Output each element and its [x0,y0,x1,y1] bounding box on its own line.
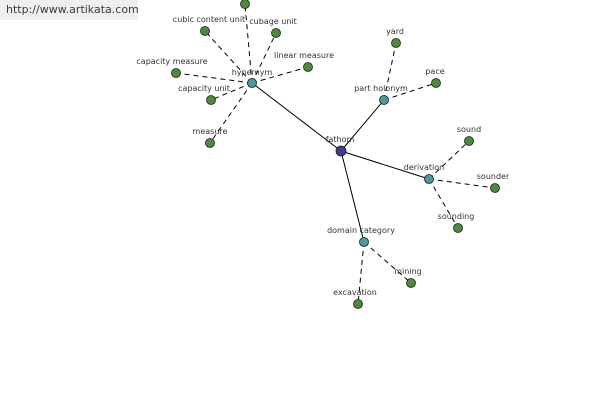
relation-node-part-holonym[interactable] [379,95,389,105]
term-node-term-6[interactable] [240,0,250,9]
term-node-excavation[interactable] [353,299,363,309]
term-node-yard[interactable] [391,38,401,48]
term-label-sounding: sounding [438,212,475,221]
graph-nodes [171,0,500,309]
relation-label-derivation: derivation [404,163,444,172]
graph-edges [175,3,496,305]
edge-fathom-hypernym [251,82,342,152]
term-node-mining[interactable] [406,278,416,288]
edge-derivation-sounder [428,178,496,189]
edge-derivation-sound [428,140,470,180]
term-label-cubage-unit: cubage unit [249,17,297,26]
term-node-measure[interactable] [205,138,215,148]
relation-node-hypernym[interactable] [247,78,257,88]
term-label-sound: sound [457,125,481,134]
graph-labels: cubic content unit cubage unit linear meas… [136,15,510,297]
relation-label-part-holonym: part holonym [354,84,408,93]
term-node-capacity-measure[interactable] [171,68,181,78]
term-node-sounding[interactable] [453,223,463,233]
edge-derivation-sounding [428,178,459,229]
edge-hypernym-capacity-unit [210,82,253,101]
edge-part-holonym-yard [383,42,397,101]
edge-hypernym-linear-measure [251,66,309,84]
root-node-fathom[interactable] [335,145,347,157]
relation-node-domain-category[interactable] [359,237,369,247]
term-label-linear-measure: linear measure [274,51,334,60]
root-label-fathom: fathom [326,135,355,144]
term-label-capacity-unit: capacity unit [178,84,230,93]
relation-label-hypernym: hypernym [232,68,273,77]
term-label-pace: pace [425,67,444,76]
term-label-measure: measure [193,127,228,136]
term-node-cubic-content-unit[interactable] [200,26,210,36]
term-node-linear-measure[interactable] [303,62,313,72]
relation-node-derivation[interactable] [424,174,434,184]
watermark-url: http://www.artikata.com [0,0,139,20]
term-label-cubic-content-unit: cubic content unit [173,15,245,24]
term-label-sounder: sounder [477,172,510,181]
edge-hypernym-term-6 [244,3,253,84]
term-node-sounder[interactable] [490,183,500,193]
edge-hypernym-cubic-content-unit [204,30,253,84]
term-node-sound[interactable] [464,136,474,146]
term-label-capacity-measure: capacity measure [136,57,207,66]
term-node-cubage-unit[interactable] [271,28,281,38]
edge-fathom-derivation [340,150,430,180]
edge-fathom-domain-category [340,150,365,243]
term-node-pace[interactable] [431,78,441,88]
term-label-yard: yard [386,27,404,36]
edge-domain-category-mining [363,241,412,284]
edge-fathom-part-holonym [340,99,385,152]
edge-hypernym-capacity-measure [175,72,253,84]
term-label-mining: mining [394,267,421,276]
edge-hypernym-measure [209,82,253,144]
term-label-excavation: excavation [333,288,377,297]
edge-domain-category-excavation [357,241,365,305]
relation-label-domain-category: domain category [327,226,395,235]
edge-hypernym-cubage-unit [251,32,277,84]
edge-part-holonym-pace [383,82,437,101]
term-node-capacity-unit[interactable] [206,95,216,105]
